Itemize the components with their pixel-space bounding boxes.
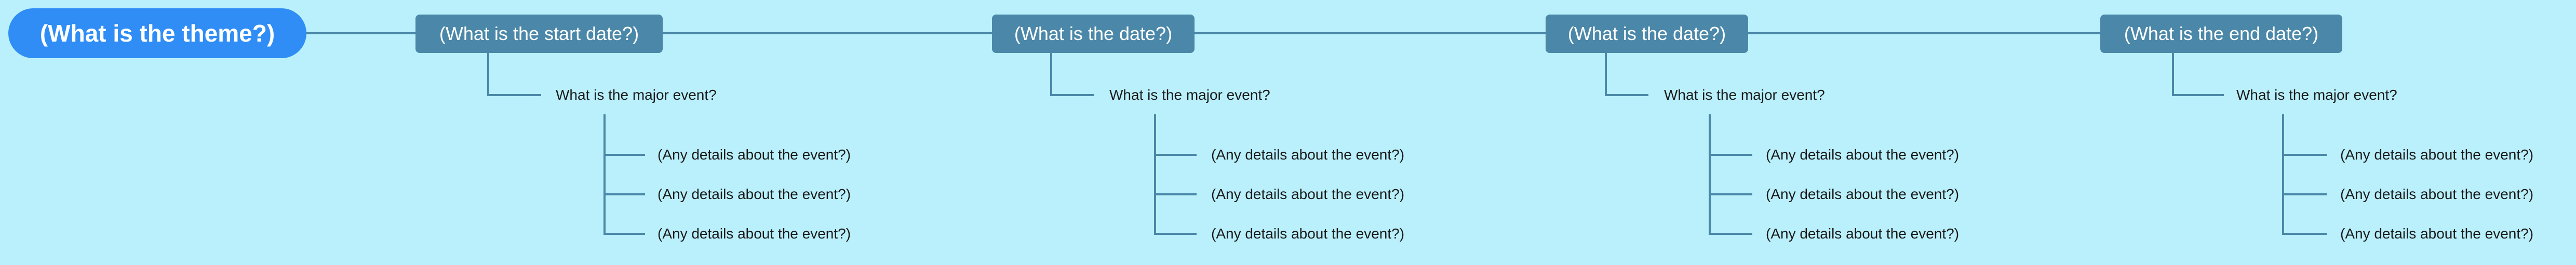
detail-label-1-3[interactable]: (Any details about the event?) (658, 226, 851, 242)
event-label-2[interactable]: What is the major event? (1109, 87, 1270, 103)
event-label-4[interactable]: What is the major event? (2236, 87, 2397, 103)
central-theme-label: (What is the theme?) (39, 20, 275, 47)
event-label-1[interactable]: What is the major event? (556, 87, 717, 103)
event-label-3[interactable]: What is the major event? (1664, 87, 1825, 103)
date-node-2[interactable]: (What is the date?) (992, 15, 1195, 53)
central-theme-node[interactable]: (What is the theme?) (8, 8, 306, 58)
date-node-4[interactable]: (What is the end date?) (2100, 15, 2342, 53)
date-node-label: (What is the start date?) (439, 23, 639, 44)
detail-label-4-1[interactable]: (Any details about the event?) (2340, 147, 2534, 163)
detail-label-3-2[interactable]: (Any details about the event?) (1766, 186, 1960, 202)
date-node-1[interactable]: (What is the start date?) (415, 15, 663, 53)
date-node-3[interactable]: (What is the date?) (1546, 15, 1748, 53)
detail-label-1-1[interactable]: (Any details about the event?) (658, 147, 851, 163)
detail-label-4-3[interactable]: (Any details about the event?) (2340, 226, 2534, 242)
date-node-label: (What is the date?) (1014, 23, 1173, 44)
detail-label-4-2[interactable]: (Any details about the event?) (2340, 186, 2534, 202)
detail-label-1-2[interactable]: (Any details about the event?) (658, 186, 851, 202)
detail-label-3-1[interactable]: (Any details about the event?) (1766, 147, 1960, 163)
detail-label-2-3[interactable]: (Any details about the event?) (1211, 226, 1405, 242)
detail-label-2-2[interactable]: (Any details about the event?) (1211, 186, 1405, 202)
date-node-label: (What is the date?) (1567, 23, 1726, 44)
detail-label-2-1[interactable]: (Any details about the event?) (1211, 147, 1405, 163)
date-node-label: (What is the end date?) (2124, 23, 2319, 44)
detail-label-3-3[interactable]: (Any details about the event?) (1766, 226, 1960, 242)
